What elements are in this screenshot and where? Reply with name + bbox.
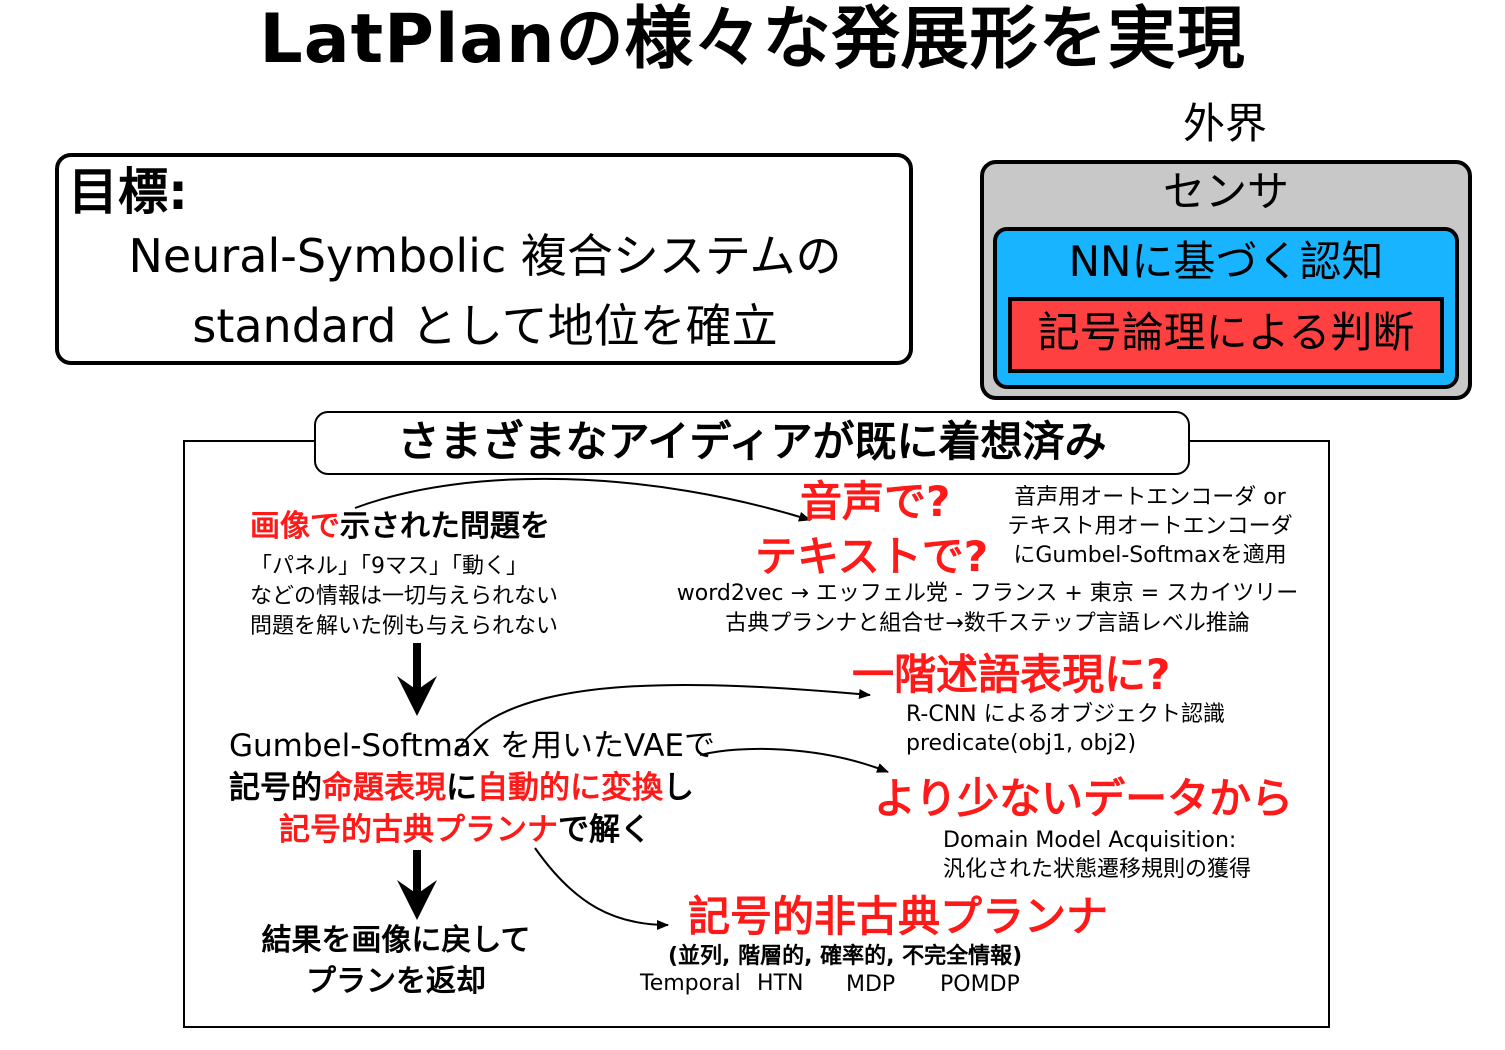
predicate-line: predicate(obj1, obj2) (906, 731, 1137, 756)
solve-line: 記号的古典プランナで解く (279, 810, 651, 850)
note-2: などの情報は一切与えられない (250, 584, 559, 609)
problem-black: 示された問題を (340, 509, 550, 544)
temporal-label: Temporal (640, 971, 741, 996)
arrow-to-fol (454, 683, 871, 756)
conv-part-1: 記号的 (229, 770, 322, 806)
goal-label: 目標: (68, 163, 188, 221)
word2vec-line: word2vec → エッフェル党 - フランス + 東京 = スカイツリー (676, 581, 1299, 606)
conv-part-4: 自動的に変換 (477, 770, 663, 806)
goal-line-2: standard として地位を確立 (192, 299, 778, 353)
note-3: 問題を解いた例も与えられない (250, 614, 559, 639)
ae-line-3: にGumbel-Softmaxを適用 (1013, 543, 1287, 568)
conv-part-3: に (446, 770, 477, 806)
arrow-to-nonclassic (534, 847, 669, 930)
ideas-header-box (314, 411, 1190, 475)
pomdp-label: POMDP (940, 972, 1020, 997)
goal-line-1: Neural-Symbolic 複合システムの (128, 229, 842, 283)
goal-box (55, 153, 913, 365)
problem-red: 画像で (250, 509, 340, 544)
logic-label: 記号論理による判断 (1037, 308, 1415, 357)
solve-red: 記号的古典プランナ (279, 812, 558, 848)
ae-line-2: テキスト用オートエンコーダ (1007, 514, 1293, 539)
ae-line-1: 音声用オートエンコーダ or (1014, 485, 1286, 510)
solve-black: で解く (558, 812, 651, 848)
nonclassic-list: (並列, 階層的, 確率的, 不完全情報) (668, 944, 1023, 969)
result-line-2: プランを返却 (306, 964, 486, 999)
dma-line-1: Domain Model Acquisition: (943, 828, 1237, 853)
nn-label: NNに基づく認知 (1068, 237, 1384, 286)
arrow-to-less-data (699, 747, 889, 773)
note-1: 「パネル」「9マス」「動く」 (250, 554, 528, 579)
htn-label: HTN (757, 971, 804, 996)
logic-box (1008, 297, 1444, 373)
nonclassic-heading: 記号的非古典プランナ (688, 892, 1109, 941)
result-line-1: 結果を画像に戻して (261, 923, 531, 958)
less-data-heading: より少ないデータから (874, 774, 1294, 823)
problem-line: 画像で示された問題を (250, 508, 550, 546)
page-title: LatPlanの様々な発展形を実現 (259, 0, 1246, 79)
mdp-label: MDP (846, 972, 896, 997)
world-label: 外界 (1182, 99, 1267, 148)
vae-line: Gumbel-Softmax を用いたVAEで (229, 728, 715, 764)
audio-heading: 音声で? (800, 477, 951, 526)
dma-line-2: 汎化された状態遷移規則の獲得 (943, 857, 1252, 882)
down-arrow-1 (397, 643, 437, 716)
rcnn-line: R-CNN によるオブジェクト認識 (906, 702, 1225, 727)
down-arrow-2 (397, 850, 437, 920)
arrow-to-audio (354, 477, 811, 522)
conv-part-2: 命題表現 (322, 770, 446, 806)
classic-planner-line: 古典プランナと組合せ→数千ステップ言語レベル推論 (725, 611, 1250, 636)
text-heading: テキストで? (755, 532, 989, 581)
ideas-header: さまざまなアイディアが既に着想済み (397, 417, 1107, 466)
conv-part-5: し (663, 770, 694, 806)
fol-heading: 一階述語表現に? (852, 650, 1171, 699)
conversion-line: 記号的命題表現に自動的に変換し (229, 768, 694, 808)
sensor-label: センサ (1162, 167, 1289, 216)
